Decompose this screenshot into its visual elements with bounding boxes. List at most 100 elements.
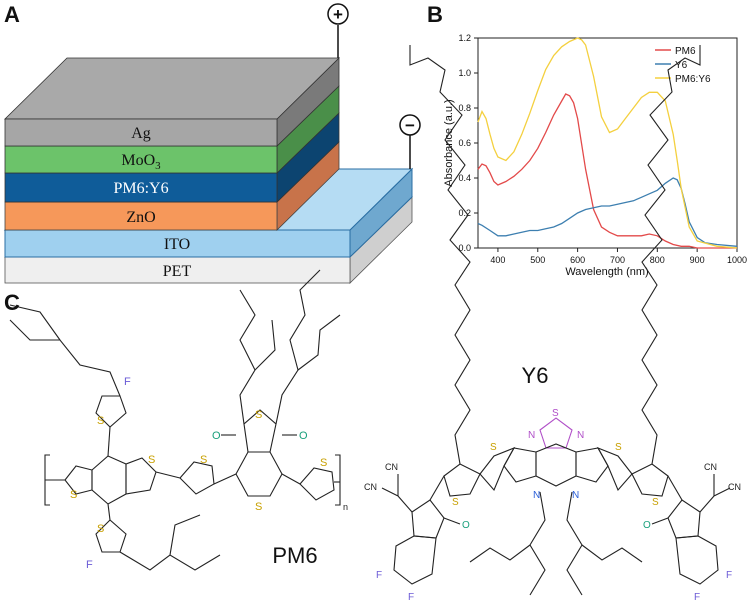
alkyl-chain xyxy=(239,289,256,425)
fluorine-label: F xyxy=(376,570,382,581)
undecyl-chain xyxy=(641,45,701,465)
bond xyxy=(281,473,301,485)
fluorine-label: F xyxy=(694,592,700,603)
minus-terminal-icon xyxy=(399,114,421,136)
alkyl-chain xyxy=(169,514,201,556)
thiophene-ring xyxy=(479,446,516,492)
plot-frame xyxy=(477,37,738,249)
layer-zno: ZnO xyxy=(4,141,340,231)
panel-label-c: C xyxy=(4,290,20,315)
pm6-label: PM6 xyxy=(272,543,317,568)
layer-label-ito: ITO xyxy=(164,236,190,253)
pyrrole-ring xyxy=(575,447,609,483)
sulfur-label: S xyxy=(255,409,262,421)
sulfur-label: S xyxy=(452,497,459,508)
branched-chain xyxy=(566,491,583,596)
indanone-ring xyxy=(411,499,445,539)
fluorine-label: F xyxy=(86,559,93,571)
repeat-unit-label: n xyxy=(343,502,348,512)
layer-label-pet: PET xyxy=(163,263,192,280)
x-tick-label: 800 xyxy=(650,255,665,265)
benzene-ring xyxy=(675,535,719,585)
layer-label-zno: ZnO xyxy=(126,209,155,226)
thiophene-ring xyxy=(95,519,127,553)
series-line-pm6 xyxy=(477,93,737,249)
alkyl-chain xyxy=(254,319,276,371)
sulfur-label: S xyxy=(97,415,104,427)
bracket-right xyxy=(335,454,341,506)
branched-chain xyxy=(469,544,531,563)
plus-terminal-icon xyxy=(327,3,349,25)
nitrogen-label: N xyxy=(572,490,579,501)
y-tick-label: 0.6 xyxy=(458,138,471,148)
bdd-ring xyxy=(235,451,283,497)
alkyl-chain xyxy=(9,319,121,397)
nitrogen-label: N xyxy=(533,490,540,501)
benzene-ring xyxy=(91,455,127,505)
legend-label: PM6 xyxy=(675,46,696,57)
sulfur-label: S xyxy=(552,408,559,419)
branched-chain xyxy=(581,544,643,563)
layer-moo3: MoO3 xyxy=(4,85,340,174)
bond xyxy=(699,495,715,513)
y-axis-label: Absorbance (a.u.) xyxy=(443,99,455,186)
benzene-ring xyxy=(535,443,577,487)
nitrogen-label: N xyxy=(577,430,584,441)
alkyl-chain xyxy=(9,304,61,341)
cyano-bond xyxy=(713,487,731,497)
vinyl-bond xyxy=(667,475,683,501)
nitrogen-label: N xyxy=(528,430,535,441)
thiophene-ring xyxy=(631,463,669,497)
x-tick-label: 700 xyxy=(610,255,625,265)
sulfur-label: S xyxy=(490,442,497,453)
plus-sign: + xyxy=(333,5,343,24)
sulfur-label: S xyxy=(255,501,262,513)
thiophene-ring xyxy=(95,395,127,428)
y-tick-label: 0.2 xyxy=(458,208,471,218)
fluorine-label: F xyxy=(726,570,732,581)
sulfur-label: S xyxy=(97,523,104,535)
y-tick-label: 1.0 xyxy=(458,68,471,78)
y-tick-label: 0.4 xyxy=(458,173,471,183)
sulfur-label: S xyxy=(320,457,327,469)
indanone-ring xyxy=(667,499,701,539)
sulfur-label: S xyxy=(200,454,207,466)
oxygen-label: O xyxy=(462,520,470,531)
carbonyl-bond xyxy=(651,517,669,525)
layer-label-moo3: MoO3 xyxy=(121,152,161,172)
thiadiazole-ring xyxy=(539,417,573,449)
layer-label-ag: Ag xyxy=(131,125,151,142)
bond xyxy=(213,473,237,485)
benzene-ring xyxy=(393,535,437,585)
y-tick-label: 1.2 xyxy=(458,33,471,43)
branched-chain xyxy=(529,491,546,596)
series-lines xyxy=(477,37,738,249)
undecyl-chain xyxy=(409,45,471,465)
pm6-atom-labels: S S S S S S S S F F O O n xyxy=(70,376,348,571)
x-tick-label: 600 xyxy=(570,255,585,265)
y6-label: Y6 xyxy=(522,363,549,388)
carbonyl-bond xyxy=(443,517,461,525)
oxygen-label: O xyxy=(212,430,221,442)
device-stack: PET ITO ZnO PM6:Y6 MoO3 xyxy=(3,3,421,284)
sulfur-label: S xyxy=(652,497,659,508)
thiophene-ring xyxy=(179,461,215,495)
x-tick-label: 500 xyxy=(530,255,545,265)
series-line-pm6-y6 xyxy=(477,37,738,249)
alkyl-chain xyxy=(297,314,341,371)
cyano-label: CN xyxy=(385,462,398,472)
layer-label-active: PM6:Y6 xyxy=(113,180,168,197)
thiophene-ring xyxy=(299,467,335,501)
cyano-label: CN xyxy=(364,482,377,492)
layer-ag: Ag xyxy=(4,57,340,147)
pyrrole-ring xyxy=(503,447,537,483)
x-tick-label: 1000 xyxy=(727,255,747,265)
thiophene-ring xyxy=(243,409,277,453)
cyano-label: CN xyxy=(728,482,741,492)
bond xyxy=(107,503,111,521)
bond xyxy=(107,426,111,457)
fluorine-label: F xyxy=(124,376,131,388)
